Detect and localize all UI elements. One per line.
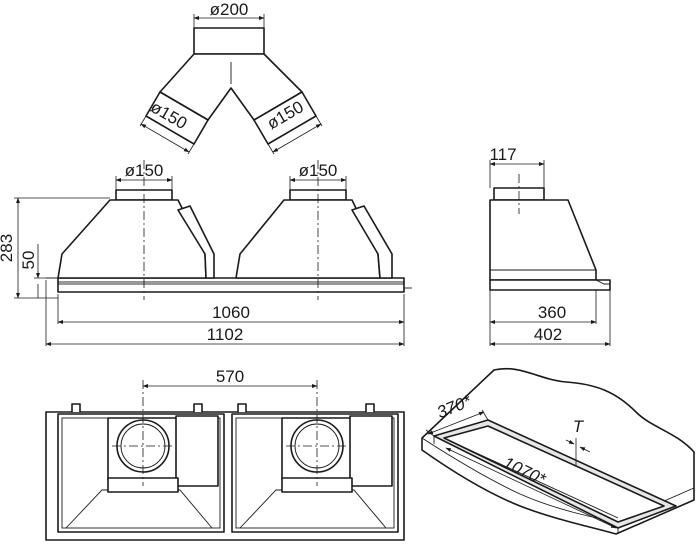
side-view: 117 360 402: [489, 145, 611, 346]
side-outlet-dimension: 117: [489, 145, 516, 164]
width-inner-dimension: 1060: [212, 303, 250, 322]
bottom-view: 570: [45, 367, 405, 541]
cutout-thickness-label: T: [573, 417, 585, 436]
width-outer-dimension: 1102: [207, 325, 244, 344]
height-total-dimension: 283: [0, 234, 16, 262]
side-depth-outer-dimension: 402: [534, 325, 562, 344]
side-depth-inner-dimension: 360: [538, 303, 566, 322]
outlet-left-diameter: ø150: [125, 161, 164, 180]
outlet-right-diameter: ø150: [299, 161, 338, 180]
ceiling-cutout-perspective: 370* 1070* T: [421, 367, 695, 535]
y-pipe-top-diameter: ø200: [210, 0, 249, 19]
y-pipe-adapter: ø200 ø150 ø150: [139, 0, 323, 155]
height-base-dimension: 50: [19, 251, 38, 270]
outlet-spacing-dimension: 570: [216, 367, 244, 386]
front-view: ø150 ø150 283 50 1060 1102: [0, 160, 412, 346]
